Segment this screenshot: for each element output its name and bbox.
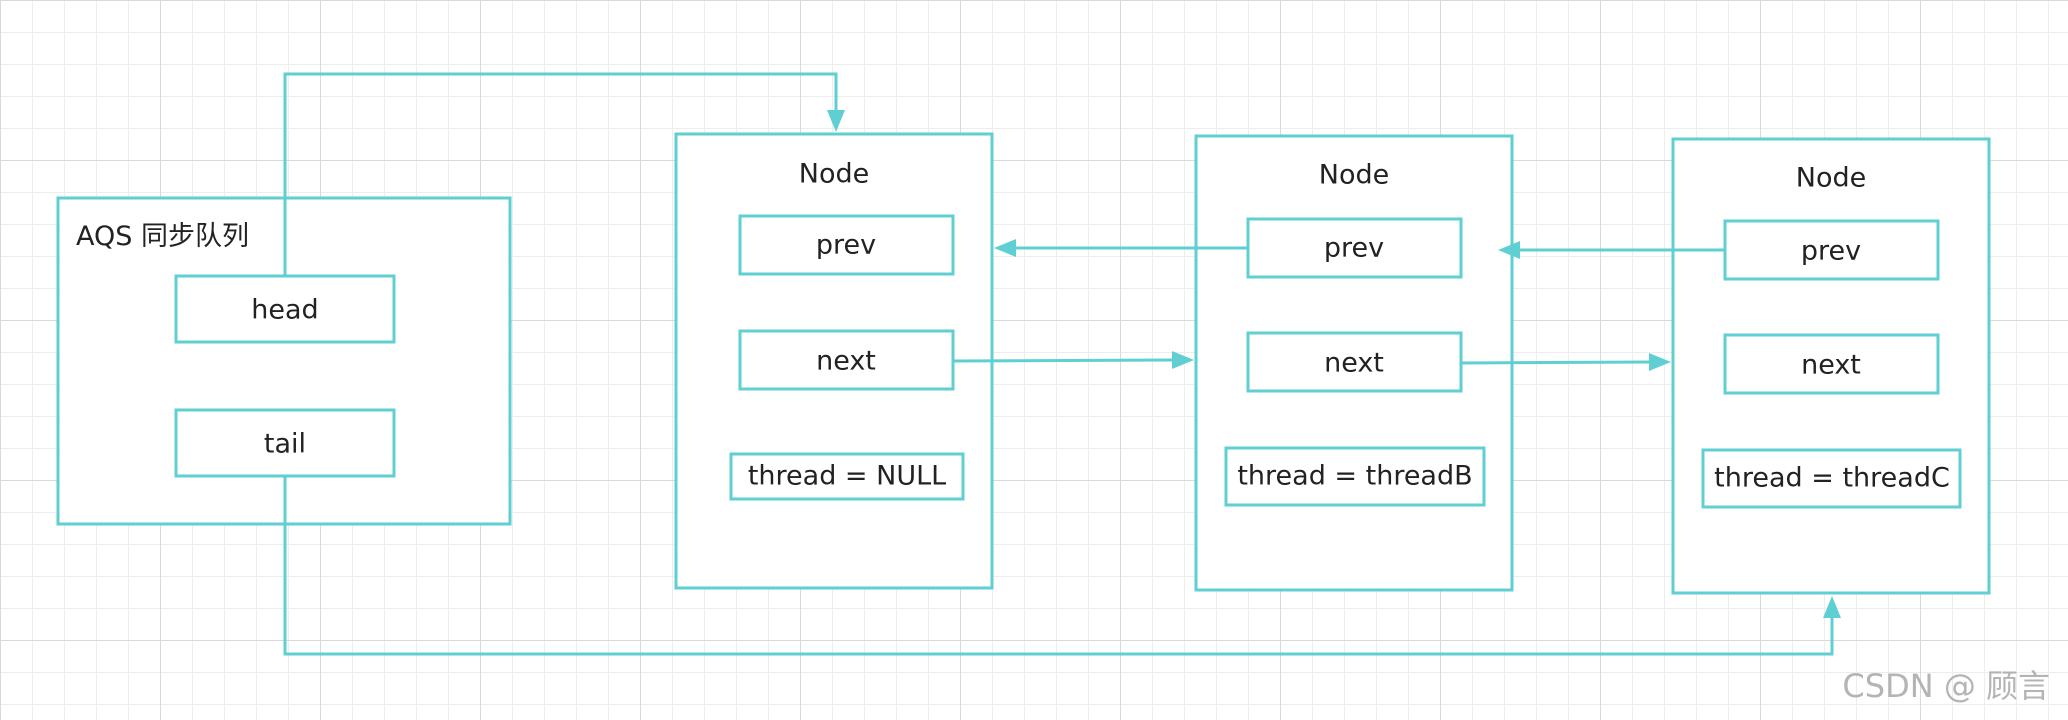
node-1: Node prev next thread = NULL xyxy=(674,132,994,590)
node-2: Node prev next thread = threadB xyxy=(1194,134,1514,592)
node-3-next-label: next xyxy=(1801,350,1861,381)
node-1-next-box xyxy=(738,329,955,391)
tail-connector xyxy=(283,476,1841,656)
node-3-prev-box xyxy=(1723,219,1940,281)
head-field-label: head xyxy=(251,295,318,326)
node-3-thread-box xyxy=(1701,448,1962,509)
node-3-thread-label: thread = threadC xyxy=(1714,463,1950,494)
node-3-prev-connector-arrowhead xyxy=(1498,241,1520,259)
aqs-queue-title: AQS 同步队列 xyxy=(76,221,249,252)
node-2-next-connector-arrowhead xyxy=(1649,353,1671,371)
node-1-next-label: next xyxy=(816,346,876,377)
tail-field-box xyxy=(174,408,396,478)
head-connector-arrowhead xyxy=(827,110,845,132)
watermark: CSDN @ 顾言 xyxy=(1842,667,2050,705)
node-2-prev-label: prev xyxy=(1324,233,1384,264)
node-3-prev-label: prev xyxy=(1801,236,1861,267)
node-2-prev-box xyxy=(1246,217,1463,279)
node-2-next-label: next xyxy=(1324,348,1384,379)
node-3-title: Node xyxy=(1796,163,1866,194)
node-2-next-connector-line xyxy=(1460,360,1652,365)
node-1-prev-box xyxy=(738,214,955,276)
node-2-prev-connector xyxy=(994,239,1248,257)
node-1-next-connector-line xyxy=(952,358,1175,363)
node-1-prev-label: prev xyxy=(816,230,876,261)
head-connector-line xyxy=(283,72,838,276)
node-3-prev-connector xyxy=(1498,241,1725,259)
node-1-next-connector-arrowhead xyxy=(1172,351,1194,369)
node-2-thread-label: thread = threadB xyxy=(1237,461,1472,492)
node-3-next-box xyxy=(1723,333,1940,395)
node-1-thread-box xyxy=(729,452,965,501)
tail-field-label: tail xyxy=(264,429,306,460)
tail-connector-line xyxy=(283,476,1834,656)
node-2-thread-box xyxy=(1224,446,1486,507)
node-2-next-connector xyxy=(1460,353,1671,371)
node-1-next-connector xyxy=(952,351,1194,369)
node-2-title: Node xyxy=(1319,160,1389,191)
node-1-title: Node xyxy=(799,159,869,190)
tail-connector-arrowhead xyxy=(1823,596,1841,618)
node-1-thread-label: thread = NULL xyxy=(748,461,946,492)
node-2-prev-connector-arrowhead xyxy=(994,239,1016,257)
head-connector xyxy=(283,72,845,276)
node-3: Node prev next thread = threadC xyxy=(1671,137,1991,595)
